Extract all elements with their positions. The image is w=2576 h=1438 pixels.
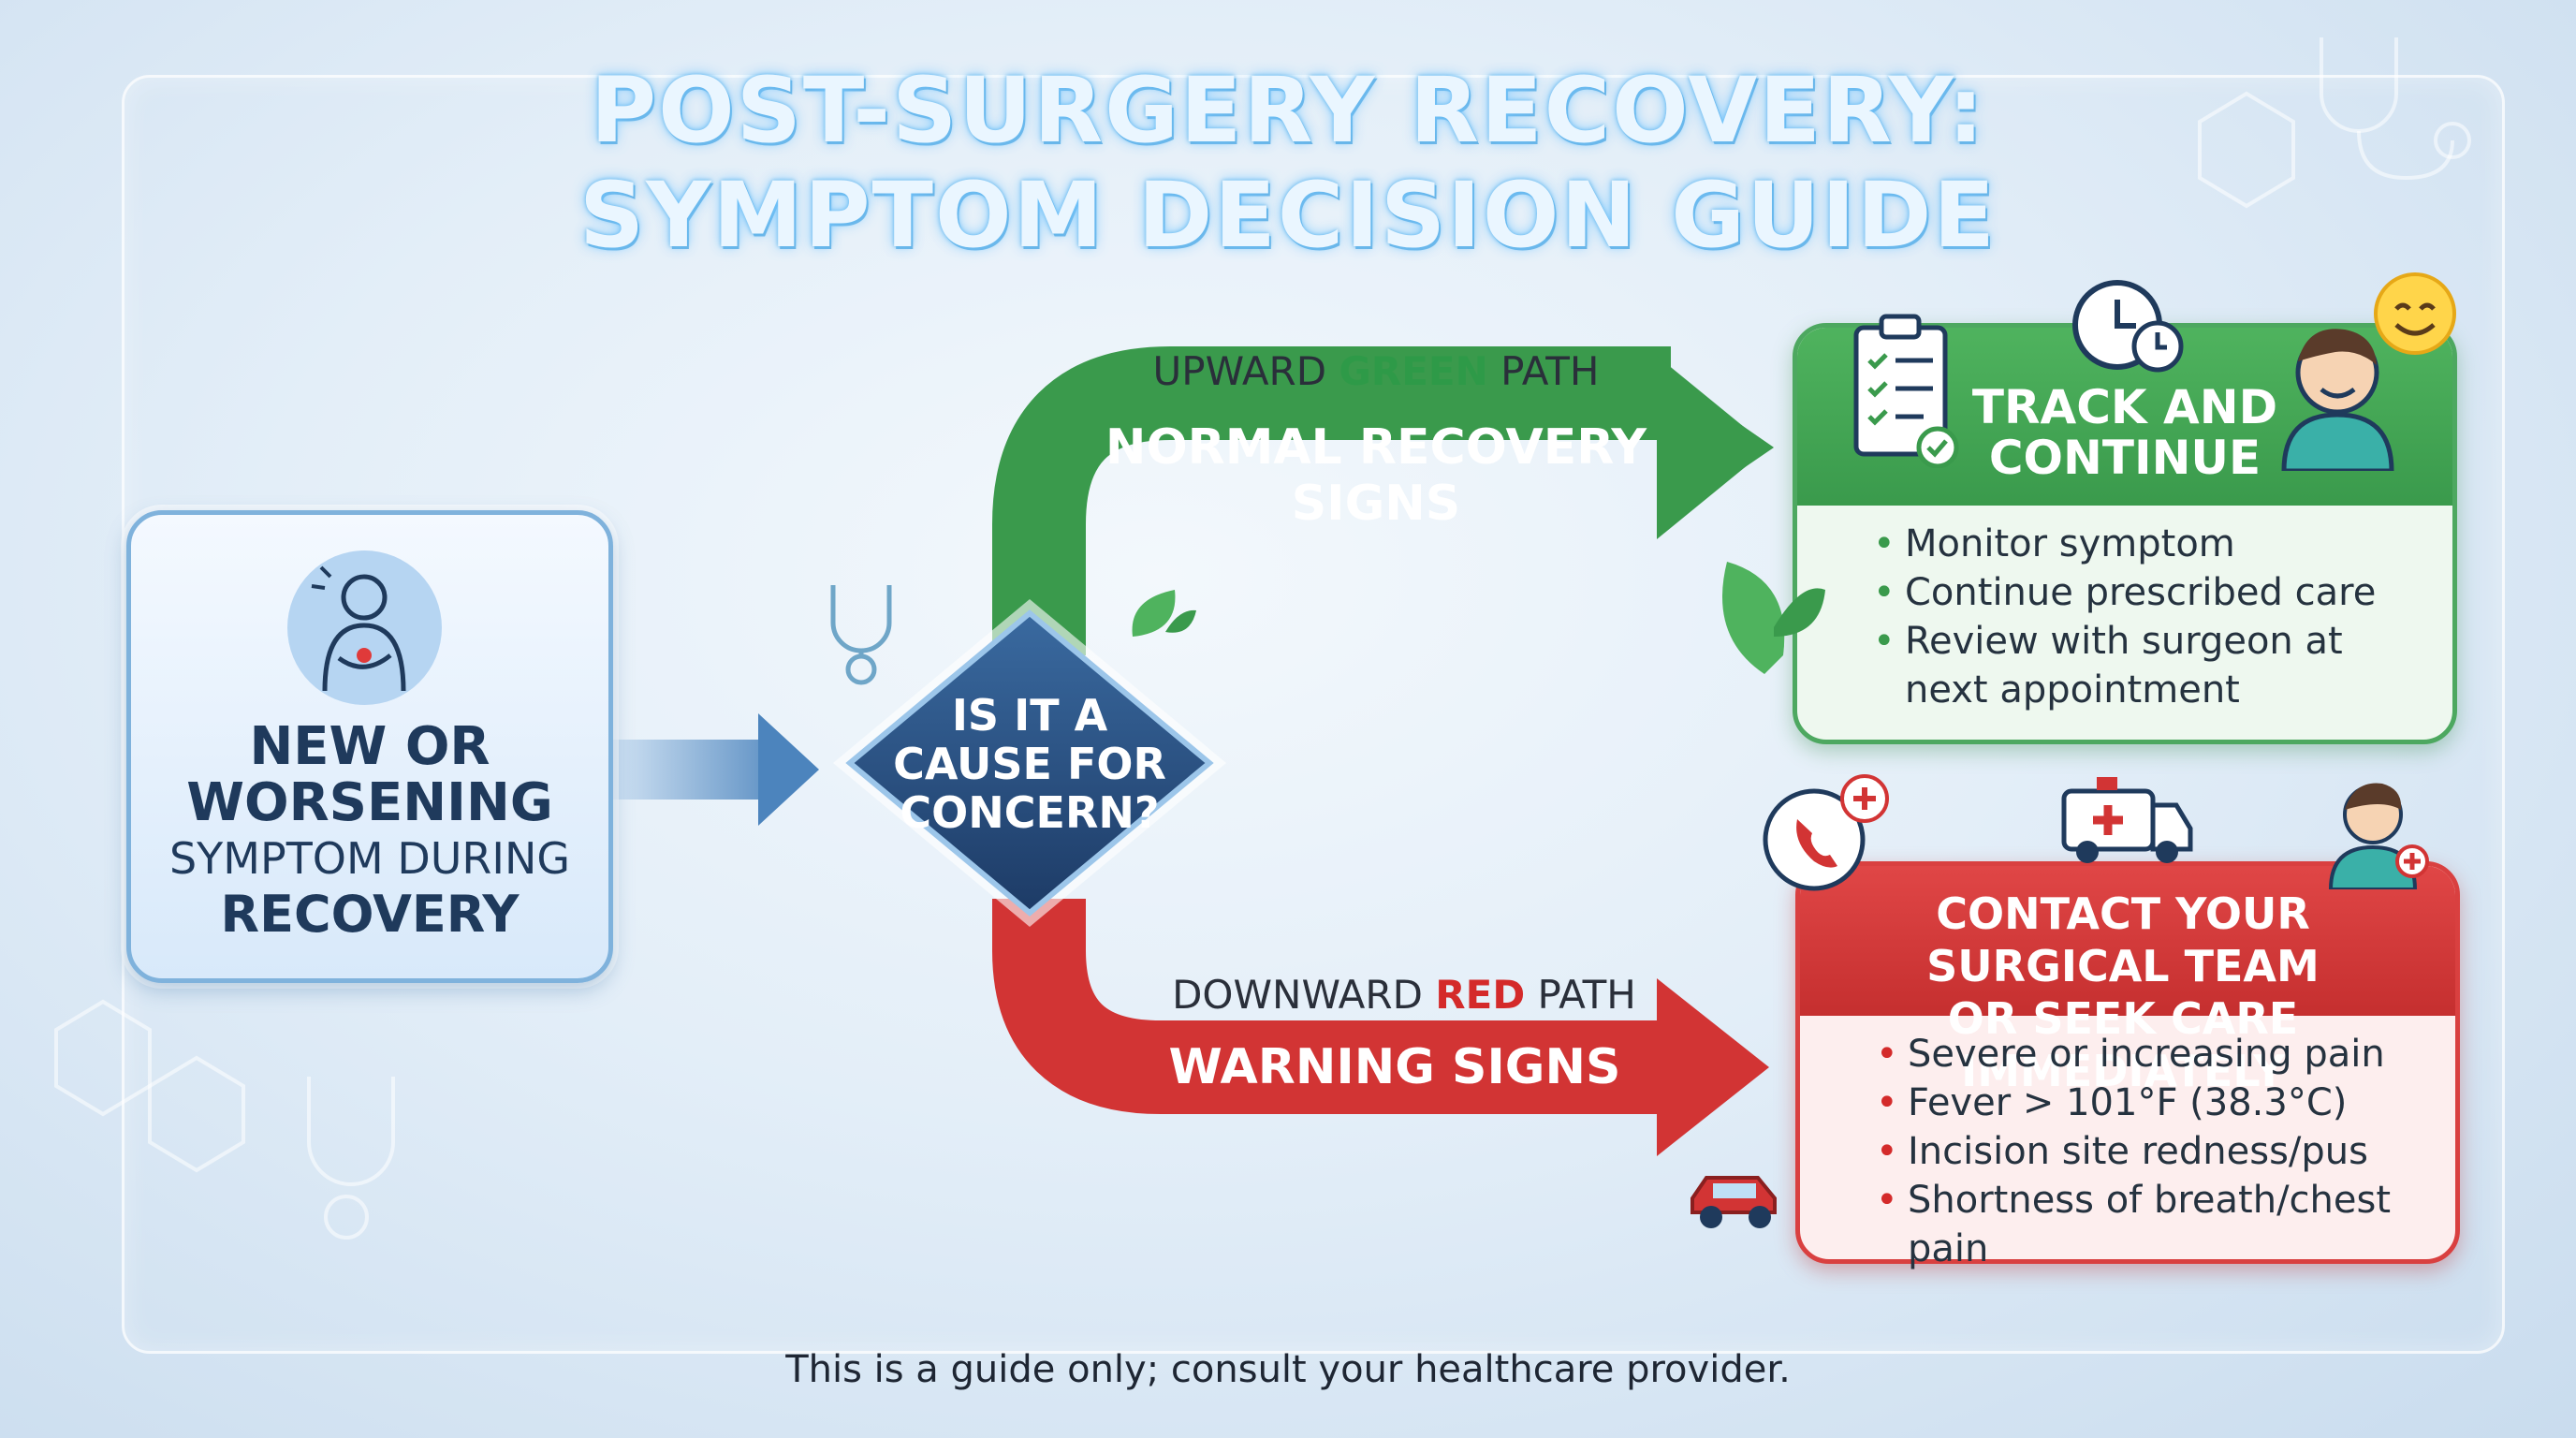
decision-line: CAUSE FOR <box>893 739 1166 789</box>
path-label-prefix: UPWARD <box>1152 348 1339 394</box>
green-box-title-line1: TRACK AND <box>1971 380 2278 434</box>
phone-call-icon <box>1760 772 1891 898</box>
list-item: Incision site redness/pus <box>1870 1127 2441 1176</box>
footnote: This is a guide only; consult your healt… <box>785 1348 1791 1391</box>
start-text-line4: RECOVERY <box>220 885 520 944</box>
green-box-title-line2: CONTINUE <box>1988 431 2261 485</box>
red-path-arrow <box>992 899 1769 1156</box>
red-path-label: DOWNWARD RED PATH <box>1133 972 1676 1018</box>
background-frame <box>122 75 2505 1354</box>
decision-line: CONCERN? <box>900 787 1160 838</box>
list-item: Shortness of breath/chest pain <box>1870 1176 2441 1273</box>
path-label-suffix: PATH <box>1525 972 1636 1018</box>
list-item: Monitor symptom <box>1867 520 2429 568</box>
start-text-line1: NEW OR <box>249 716 490 777</box>
path-label-suffix: PATH <box>1487 348 1600 394</box>
decision-question: IS IT A CAUSE FOR CONCERN? <box>861 691 1198 837</box>
person-pain-icon <box>287 550 442 705</box>
decision-diamond <box>833 599 1226 927</box>
car-icon <box>1683 1161 1786 1240</box>
red-box-list: Severe or increasing pain Fever > 101°F … <box>1870 1030 2441 1273</box>
path-label-prefix: DOWNWARD <box>1172 972 1436 1018</box>
list-item: Continue prescribed care <box>1867 568 2429 617</box>
ambulance-icon <box>2059 768 2195 874</box>
red-arrow-label: WARNING SIGNS <box>1168 1039 1621 1095</box>
clock-icon <box>2069 276 2186 378</box>
green-path-label: UPWARD GREEN PATH <box>1105 348 1647 394</box>
path-label-color-word: RED <box>1435 972 1526 1018</box>
red-box-title-line1: CONTACT YOUR SURGICAL TEAM <box>1926 888 2320 991</box>
path-label-color-word: GREEN <box>1339 348 1488 394</box>
leaf-icon <box>1699 524 1830 687</box>
page-title-line1: POST-SURGERY RECOVERY: <box>590 58 1986 163</box>
green-arrow-label: NORMAL RECOVERY SIGNS <box>1105 419 1647 532</box>
list-item: Fever > 101°F (38.3°C) <box>1870 1078 2441 1127</box>
page-title-line2: SYMPTOM DECISION GUIDE <box>579 163 1997 268</box>
list-item: Severe or increasing pain <box>1870 1030 2441 1078</box>
clipboard-checklist-icon <box>1849 309 1961 472</box>
nurse-icon <box>2326 772 2429 893</box>
decision-line: IS IT A <box>951 690 1108 741</box>
green-box-list: Monitor symptom Continue prescribed care… <box>1867 520 2429 714</box>
leaf-icon <box>1123 580 1198 650</box>
green-path-arrow <box>992 346 1774 655</box>
smiling-patient-icon <box>2270 307 2406 475</box>
connector-arrow <box>608 713 819 826</box>
start-text-line2: WORSENING <box>186 772 553 833</box>
green-box-title: TRACK AND CONTINUE <box>1938 382 2312 483</box>
stethoscope-icon <box>814 576 917 692</box>
smiley-face-icon <box>2368 267 2462 364</box>
list-item: Review with surgeon at next appointment <box>1867 617 2429 714</box>
start-text-line3: SYMPTOM DURING <box>168 833 570 884</box>
red-box-header <box>1800 866 2455 1016</box>
stethoscope-icon <box>307 1077 395 1186</box>
